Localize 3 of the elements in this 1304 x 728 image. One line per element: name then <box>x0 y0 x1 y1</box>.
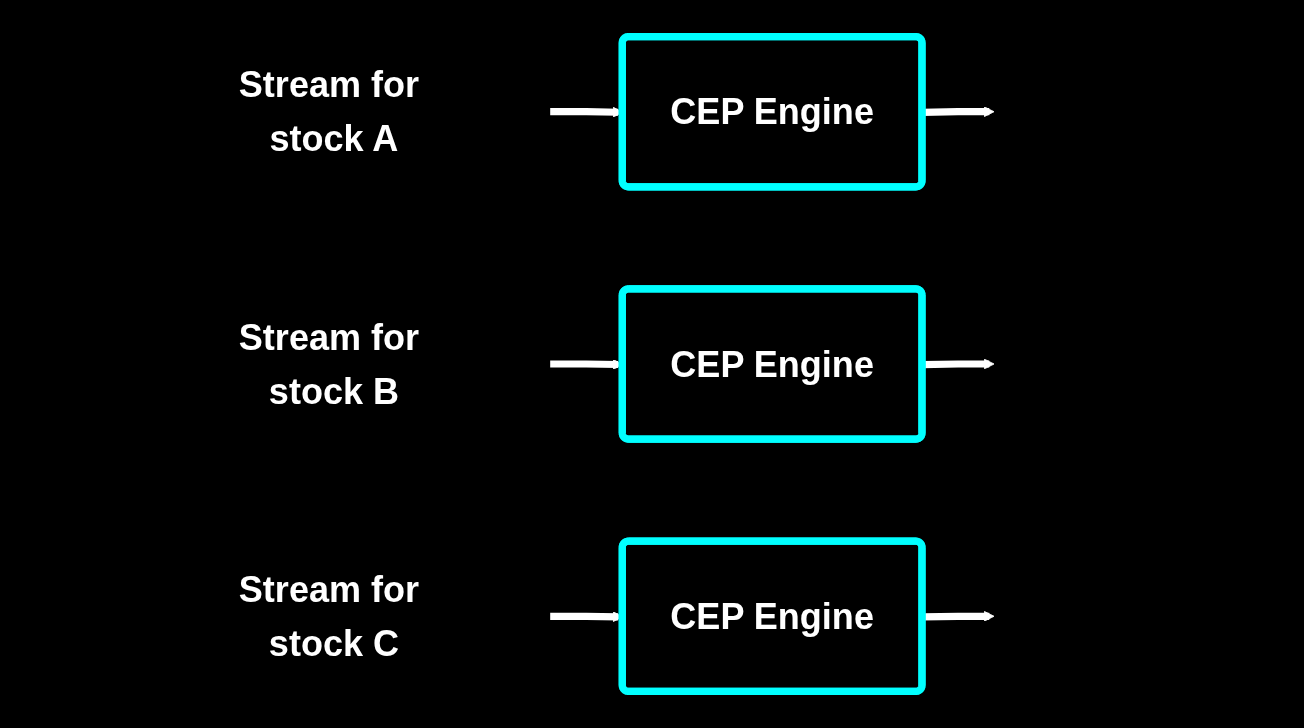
node-text: Stream for stock B <box>238 317 420 411</box>
node-text: Stream for stock C <box>238 569 420 664</box>
node-text: Stream for stock A <box>238 64 420 159</box>
